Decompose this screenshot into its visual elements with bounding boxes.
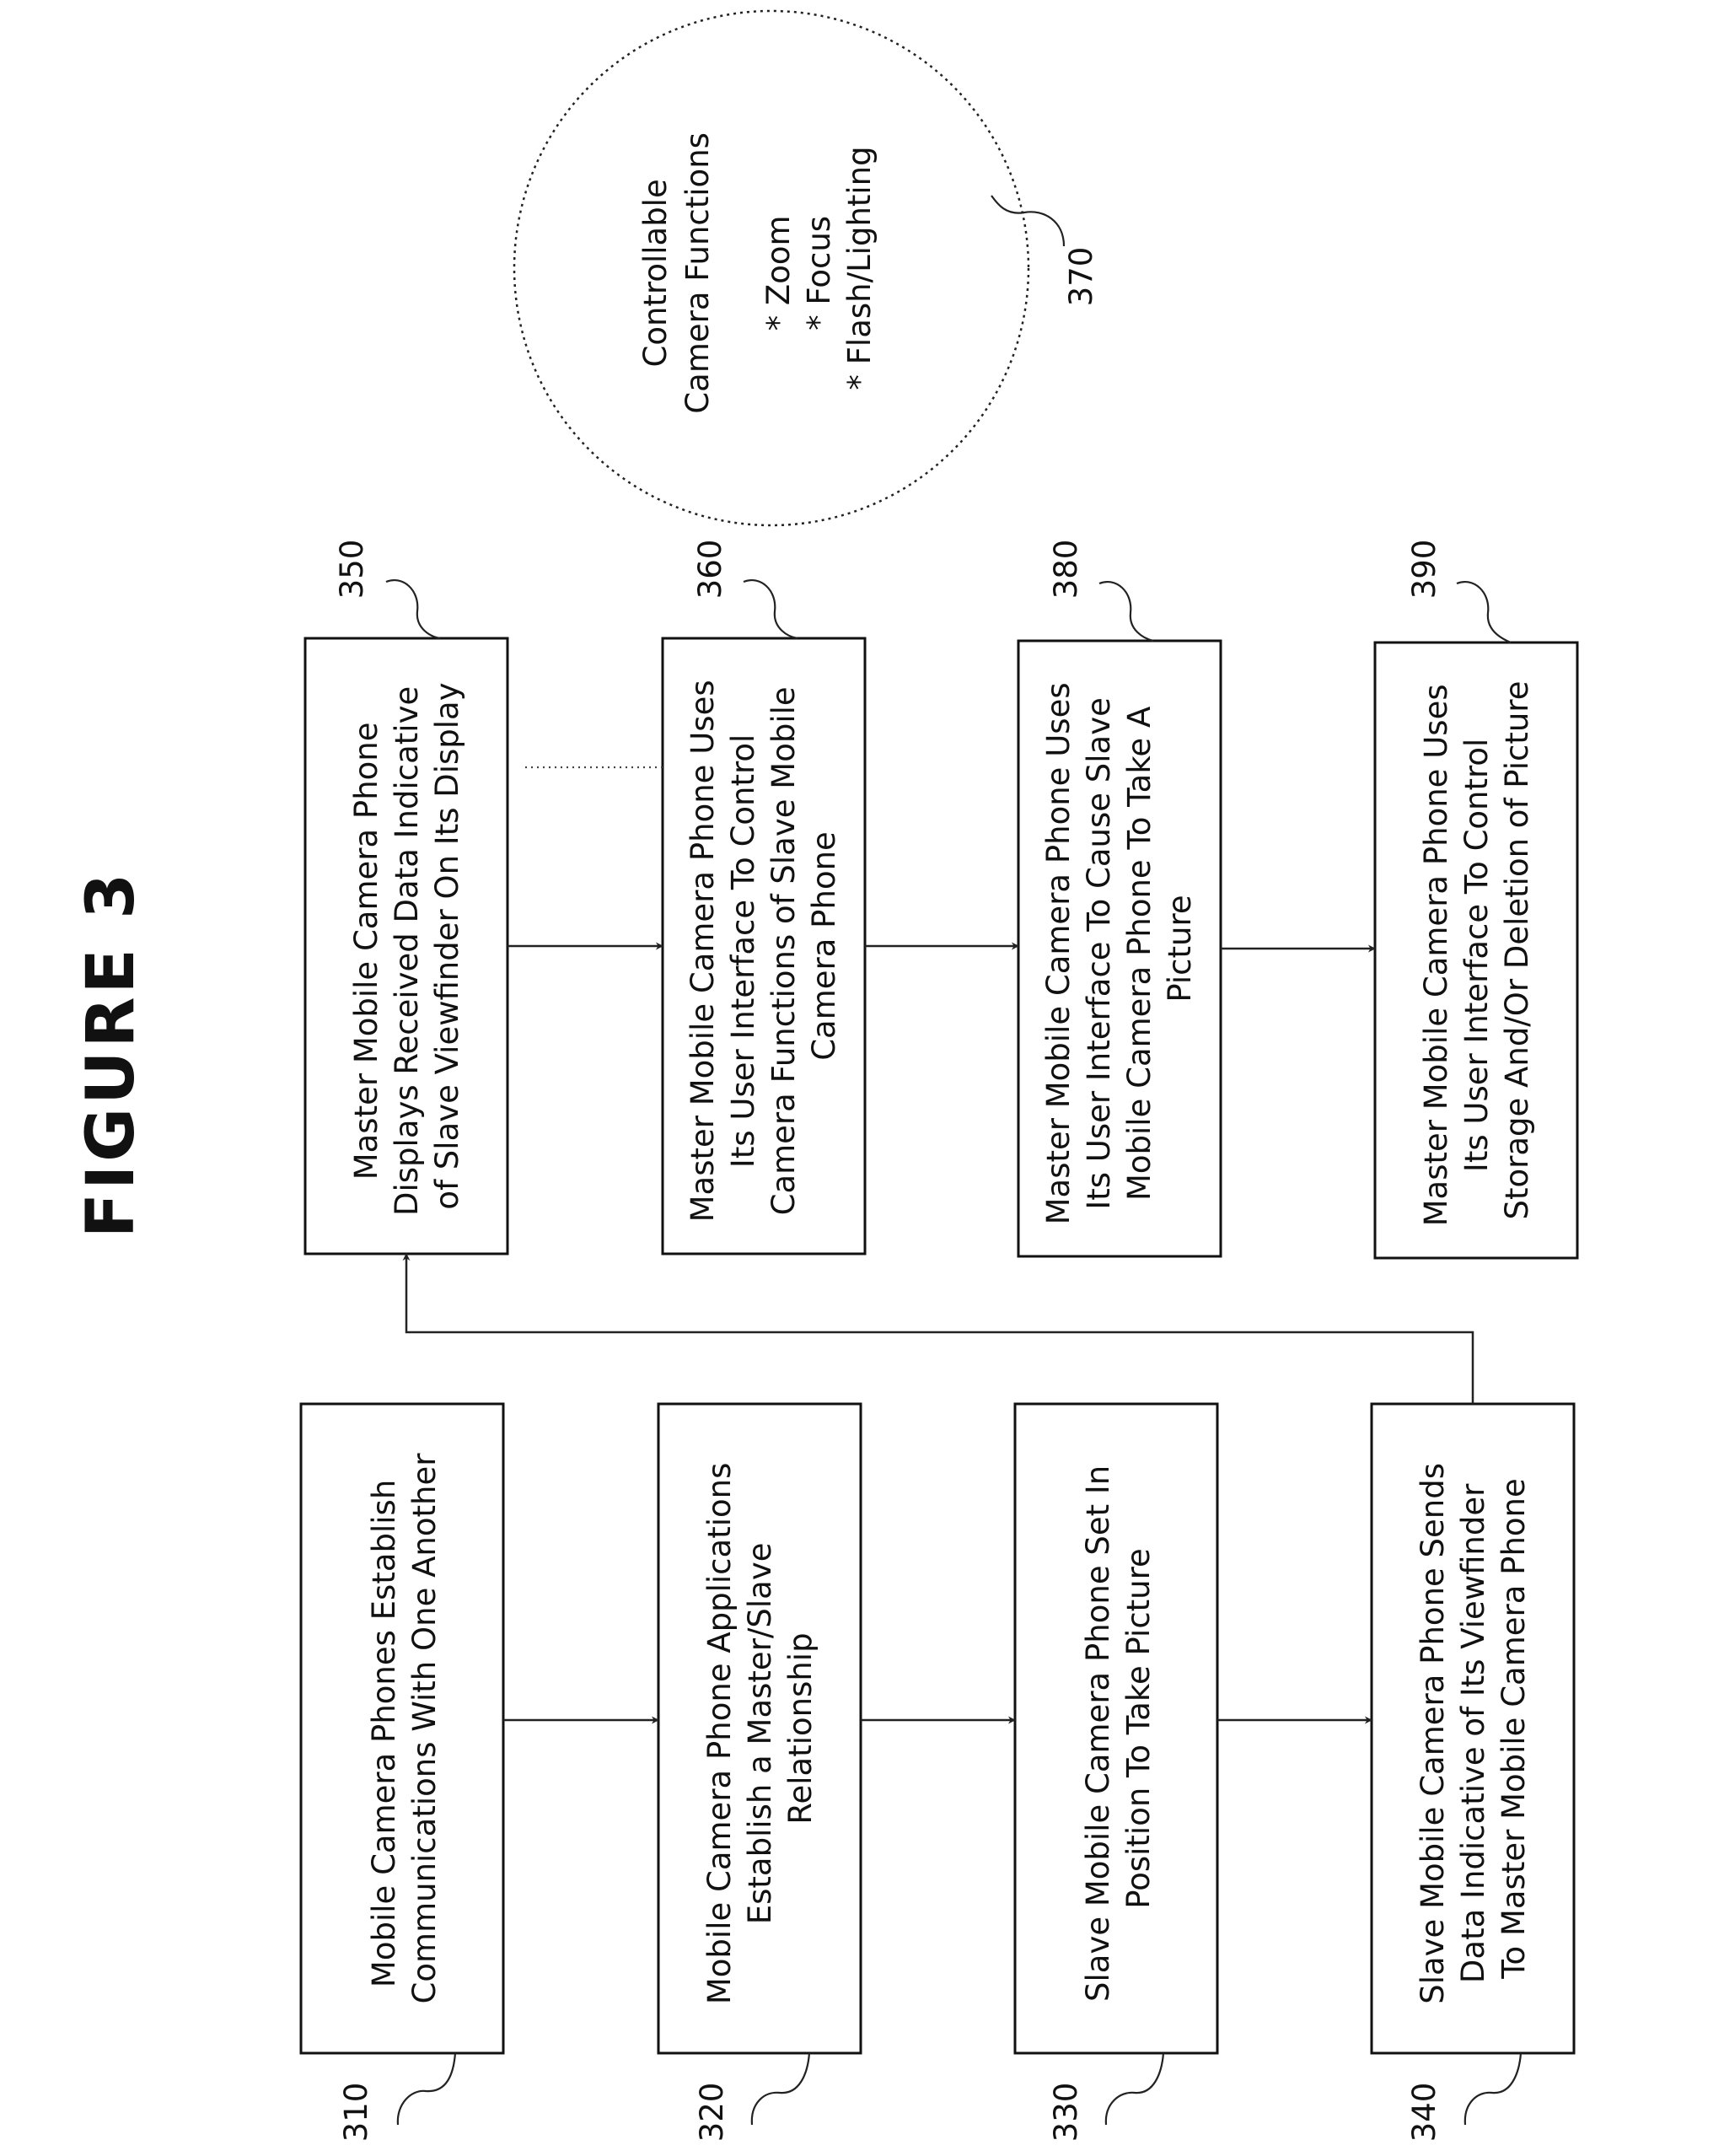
box-310-text: Mobile Camera Phones Establish Communica… [366, 1453, 443, 2004]
box-360-line-1: Master Mobile Camera Phone Uses [685, 680, 721, 1222]
box-360 [661, 637, 867, 1255]
ref-360: 360 [692, 540, 728, 599]
functions-item-3: * Flash/Lighting [841, 146, 878, 390]
box-320-line-3: Relationship [782, 1632, 819, 1824]
box-380-line-1: Master Mobile Camera Phone Uses [1040, 682, 1077, 1224]
box-310 [299, 1402, 505, 2055]
leader-360 [743, 579, 798, 640]
leader-310 [396, 2052, 457, 2126]
leader-320 [750, 2052, 811, 2126]
functions-circle [513, 9, 1030, 527]
box-380 [1017, 639, 1222, 1258]
functions-item-1: * Zoom [760, 215, 797, 331]
box-340 [1370, 1402, 1576, 2055]
box-330-line-2: Position To Take Picture [1120, 1548, 1157, 1909]
box-390-line-1: Master Mobile Camera Phone Uses [1418, 684, 1454, 1226]
box-330-text: Slave Mobile Camera Phone Set In Positio… [1080, 1455, 1157, 2002]
leader-380 [1098, 581, 1154, 642]
box-340-line-1: Slave Mobile Camera Phone Sends [1415, 1463, 1451, 2004]
box-360-line-2: Its User Interface To Control [725, 734, 761, 1168]
box-330 [1013, 1402, 1219, 2055]
leader-350 [385, 579, 441, 640]
ref-370: 370 [1063, 247, 1099, 307]
box-340-line-3: To Master Mobile Camera Phone [1496, 1478, 1532, 1980]
box-360-line-3: Camera Functions of Slave Mobile [765, 686, 802, 1215]
box-380-text: Master Mobile Camera Phone Uses Its User… [1040, 673, 1198, 1225]
box-350 [303, 637, 509, 1255]
box-360-line-4: Camera Phone [806, 831, 842, 1061]
box-360-text: Master Mobile Camera Phone Uses Its User… [685, 670, 842, 1223]
box-350-line-3: of Slave Viewfinder On Its Display [429, 682, 465, 1209]
box-320-text: Mobile Camera Phone Applications Establi… [701, 1453, 819, 2004]
box-330-line-1: Slave Mobile Camera Phone Set In [1080, 1465, 1116, 2002]
arrow-340-350 [402, 1253, 1474, 1404]
box-380-line-4: Picture [1162, 895, 1198, 1002]
leader-390 [1456, 581, 1512, 644]
box-380-line-2: Its User Interface To Cause Slave [1081, 697, 1117, 1210]
box-390 [1373, 641, 1579, 1260]
functions-text: Controllable Camera Functions * Zoom * F… [637, 122, 878, 413]
ref-350: 350 [334, 540, 370, 599]
ref-330: 330 [1048, 2083, 1084, 2143]
functions-heading-2: Camera Functions [679, 132, 716, 414]
box-320 [657, 1402, 862, 2055]
box-390-line-3: Storage And/Or Deletion of Picture [1499, 681, 1535, 1220]
figure-title: FIGURE 3 [73, 870, 149, 1238]
leader-340 [1464, 2052, 1523, 2126]
box-350-line-2: Displays Received Data Indicative [389, 686, 425, 1216]
box-320-line-2: Establish a Master/Slave [742, 1543, 778, 1925]
ref-310: 310 [338, 2083, 374, 2143]
ref-320: 320 [694, 2083, 730, 2143]
box-390-line-2: Its User Interface To Control [1458, 739, 1495, 1172]
box-340-line-2: Data Indicative of Its Viewfinder [1455, 1483, 1491, 1983]
box-310-line-1: Mobile Camera Phones Establish [366, 1480, 402, 1987]
ref-340: 340 [1406, 2083, 1442, 2143]
box-380-line-3: Mobile Camera Phone To Take A [1121, 707, 1157, 1201]
box-350-line-1: Master Mobile Camera Phone [348, 722, 384, 1180]
functions-heading-1: Controllable [637, 179, 674, 367]
box-310-line-2: Communications With One Another [406, 1453, 443, 2004]
ref-380: 380 [1048, 540, 1084, 599]
ref-390: 390 [1406, 540, 1442, 599]
box-390-text: Master Mobile Camera Phone Uses Its User… [1418, 675, 1535, 1227]
box-320-line-1: Mobile Camera Phone Applications [701, 1463, 738, 2004]
box-350-text: Master Mobile Camera Phone Displays Rece… [348, 676, 465, 1216]
box-340-text: Slave Mobile Camera Phone Sends Data Ind… [1415, 1453, 1532, 2004]
leader-330 [1104, 2052, 1165, 2126]
functions-item-2: * Focus [801, 216, 837, 331]
leader-370 [991, 195, 1066, 247]
